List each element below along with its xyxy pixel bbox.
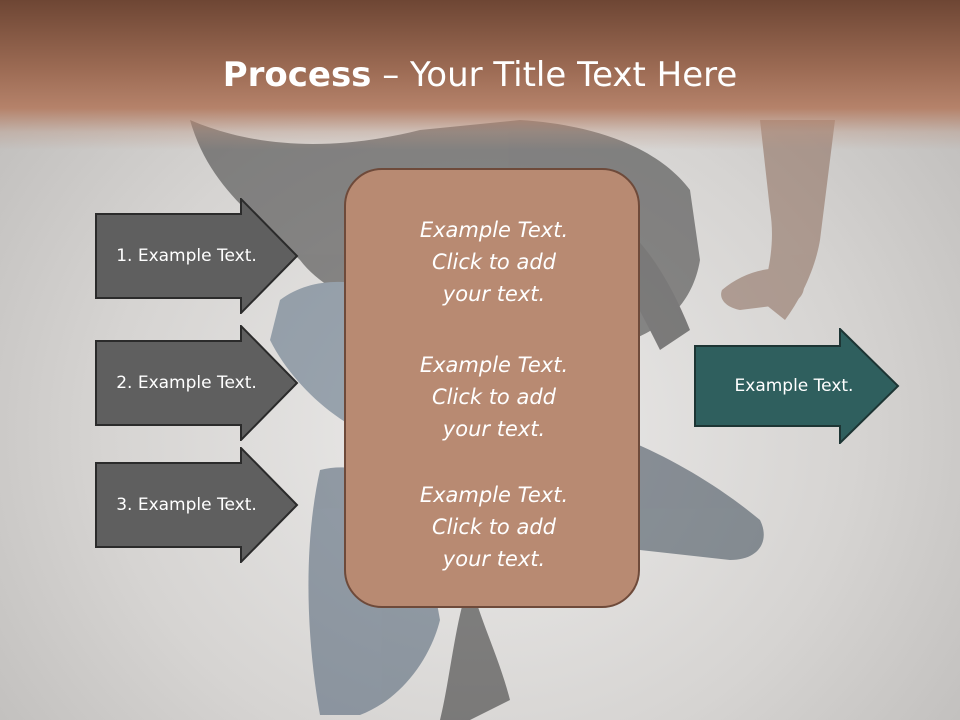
- center-text-line: Click to add: [431, 250, 556, 274]
- title-band: [0, 0, 960, 150]
- process-step-arrow-2[interactable]: 2. Example Text.: [95, 325, 299, 441]
- center-text-line: your text.: [442, 417, 546, 441]
- process-step-arrow-3[interactable]: 3. Example Text.: [95, 447, 299, 563]
- arrow-shape-3: [95, 447, 299, 563]
- center-text-line: Click to add: [431, 385, 556, 409]
- process-step-label-3: 3. Example Text.: [116, 495, 257, 515]
- process-step-arrow-1[interactable]: 1. Example Text.: [95, 198, 299, 314]
- center-text-block-3[interactable]: Example Text. Click to add your text.: [346, 479, 642, 575]
- arrow-shape-1: [95, 198, 299, 314]
- title-bold: Process: [222, 55, 372, 95]
- arrow-shape-2: [95, 325, 299, 441]
- title-rest: – Your Title Text Here: [371, 55, 738, 95]
- center-text-line: Example Text.: [419, 353, 569, 377]
- output-arrow-shape: [694, 328, 900, 444]
- center-text-line: Example Text.: [419, 483, 569, 507]
- process-output-arrow[interactable]: Example Text.: [694, 328, 900, 444]
- process-step-label-2: 2. Example Text.: [116, 373, 257, 393]
- process-center-box[interactable]: Example Text. Click to add your text. Ex…: [344, 168, 640, 608]
- process-step-label-1: 1. Example Text.: [116, 246, 257, 266]
- slide-title[interactable]: Process – Your Title Text Here: [0, 52, 960, 98]
- center-text-line: Click to add: [431, 515, 556, 539]
- center-text-line: Example Text.: [419, 218, 569, 242]
- center-text-block-1[interactable]: Example Text. Click to add your text.: [346, 214, 642, 310]
- process-output-label: Example Text.: [734, 376, 854, 396]
- center-text-block-2[interactable]: Example Text. Click to add your text.: [346, 349, 642, 445]
- center-text-line: your text.: [442, 282, 546, 306]
- center-text-line: your text.: [442, 547, 546, 571]
